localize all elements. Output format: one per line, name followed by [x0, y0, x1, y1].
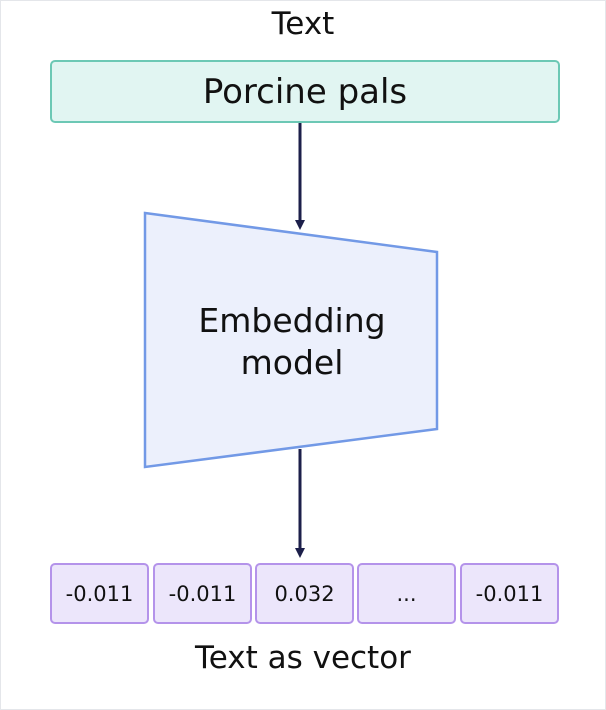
vector-cell-3: 0.032 [255, 563, 354, 624]
embedding-model-label-line1: Embedding [198, 301, 386, 340]
output-caption: Text as vector [195, 640, 411, 676]
input-text-value: Porcine pals [202, 71, 408, 112]
input-text-box: Porcine pals [50, 60, 560, 123]
embedding-model-shape [143, 211, 439, 469]
input-heading: Text [271, 6, 335, 42]
vector-cell-5: -0.011 [460, 563, 559, 624]
vector-cell-ellipsis: ... [357, 563, 456, 624]
embedding-model-label-line2: model [240, 343, 344, 382]
vector-cell-1: -0.011 [50, 563, 149, 624]
embedding-model-label: Embedding model [147, 300, 437, 384]
vector-cell-2: -0.011 [153, 563, 252, 624]
